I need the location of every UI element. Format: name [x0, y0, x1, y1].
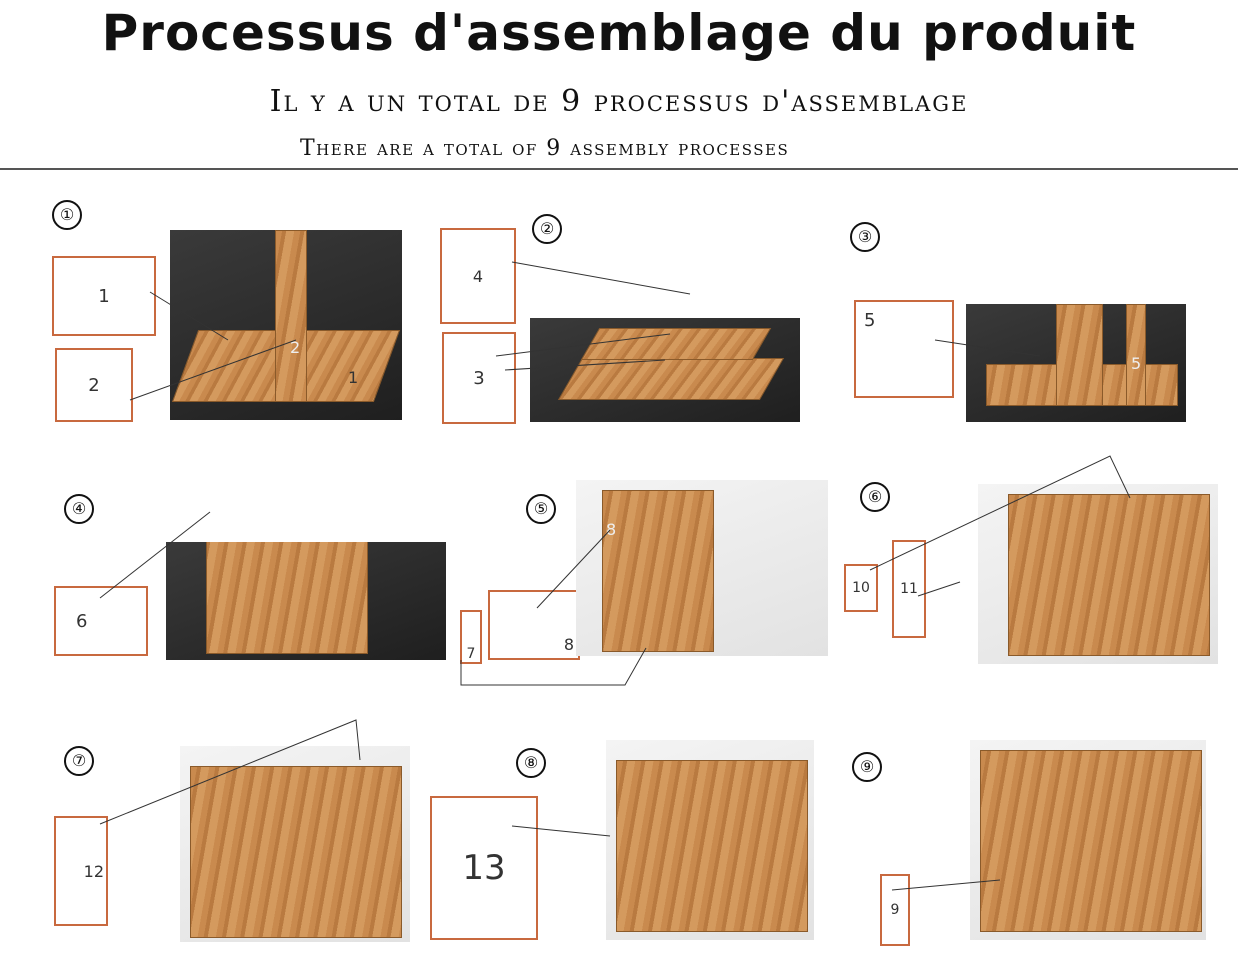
step-8: ⑧ 13	[420, 740, 820, 950]
step-photo: 5	[966, 304, 1186, 422]
step-photo	[180, 746, 410, 942]
step-marker: ③	[850, 222, 880, 252]
photo-label: 2	[290, 338, 301, 357]
wood-organizer	[602, 490, 714, 652]
step-5: ⑤ 7 8 8	[450, 480, 840, 690]
wood-organizer	[1008, 494, 1210, 656]
part-panel: 2	[55, 348, 133, 422]
step-marker: ①	[52, 200, 82, 230]
part-panel: 10	[844, 564, 878, 612]
step-marker: ⑧	[516, 748, 546, 778]
wood-organizer	[980, 750, 1202, 932]
wood-organizer	[616, 760, 808, 932]
step-marker: ②	[532, 214, 562, 244]
part-panel: 7	[460, 610, 482, 664]
step-photo: 2 1	[170, 230, 402, 420]
step-photo	[970, 740, 1206, 940]
part-panel: 3	[442, 332, 516, 424]
step-3: ③ 5 5	[830, 216, 1230, 426]
step-4: ④ 6	[0, 480, 450, 670]
page-title: Processus d'assemblage du produit	[101, 4, 1137, 62]
part-panel: 12	[54, 816, 108, 926]
part-panel: 5	[854, 300, 954, 398]
part-panel: 8	[488, 590, 580, 660]
step-1: ① 1 2 2 1	[0, 190, 410, 440]
step-marker: ⑨	[852, 752, 882, 782]
photo-label: 5	[1131, 354, 1142, 373]
wood-organizer	[206, 542, 368, 654]
step-photo	[978, 484, 1218, 664]
step-photo	[530, 318, 800, 422]
step-7: ⑦ 12	[0, 740, 420, 950]
step-9: ⑨ 9	[830, 740, 1230, 950]
step-6: ⑥ 10 11	[838, 478, 1228, 678]
photo-label: 1	[348, 368, 359, 387]
step-marker: ④	[64, 494, 94, 524]
step-marker: ⑥	[860, 482, 890, 512]
photo-label: 8	[606, 520, 617, 539]
part-panel: 1	[52, 256, 156, 336]
subtitle-french: Il y a un total de 9 processus d'assembl…	[269, 84, 969, 119]
wood-panel	[1056, 304, 1103, 406]
step-marker: ⑤	[526, 494, 556, 524]
step-photo	[166, 542, 446, 660]
header-divider	[0, 168, 1238, 170]
step-2: ② 4 3	[420, 210, 820, 450]
step-photo: 8	[576, 480, 828, 656]
subtitle-english: There are a total of 9 assembly processe…	[300, 136, 790, 161]
step-photo	[606, 740, 814, 940]
wood-organizer	[190, 766, 402, 938]
wood-panel	[1126, 304, 1146, 406]
part-panel: 13	[430, 796, 538, 940]
wood-panel	[275, 230, 307, 402]
part-panel: 9	[880, 874, 910, 946]
step-marker: ⑦	[64, 746, 94, 776]
part-panel: 4	[440, 228, 516, 324]
